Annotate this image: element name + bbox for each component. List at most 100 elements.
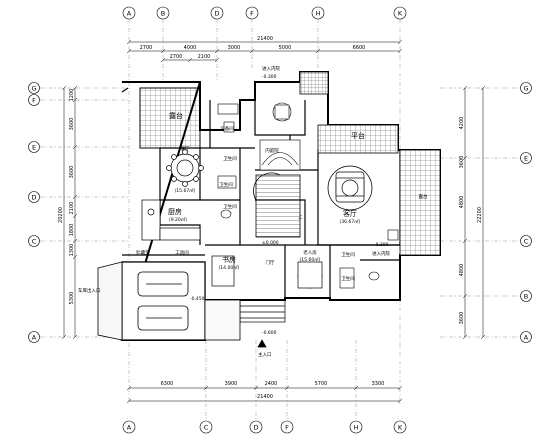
dim-bottom: 3300 [372, 381, 385, 387]
dim-total-top: 21400 [257, 36, 273, 42]
axis-label-bottom: H [354, 424, 359, 432]
axis-label-top: F [250, 10, 254, 18]
terrace-ne-tiles [317, 124, 399, 154]
entry-top-tiles [299, 71, 329, 95]
axis-label-bottom: D [253, 424, 258, 432]
axis-lines-left [40, 87, 130, 338]
dim-sub: 2100 [198, 54, 211, 60]
room-label: 平台 [351, 131, 365, 140]
staircase-spiral [259, 139, 301, 171]
axis-bubbles-right [520, 82, 532, 343]
axis-label-left: A [32, 334, 37, 342]
room-label: 卫生间 [223, 155, 237, 162]
dining-table [166, 149, 204, 187]
axis-label-left: F [32, 97, 36, 105]
room-area: (36.67㎡) [340, 218, 361, 225]
axis-label-top: H [316, 10, 321, 18]
dim-right: 3600 [459, 312, 465, 325]
room-label: 卫生间 [341, 251, 355, 258]
axis-bubbles-top [122, 6, 407, 20]
axis-label-left: E [32, 144, 36, 152]
main-entry-label: 主入口 [258, 351, 272, 358]
dim-right: 4800 [459, 264, 465, 277]
room-area: (9.20㎡) [169, 216, 187, 223]
dim-left: 1200 [69, 89, 75, 102]
axis-label-bottom: F [285, 424, 289, 432]
dim-total-bottom: 21400 [257, 394, 273, 400]
dim-bottom: 3900 [225, 381, 238, 387]
dim-top: 3000 [228, 45, 241, 51]
axis-label-left: G [31, 85, 36, 93]
room-label: 卫生间 [341, 275, 355, 282]
living-sofa-set [327, 165, 373, 211]
dim-top: 4000 [184, 45, 197, 51]
dim-top: 2700 [140, 45, 153, 51]
room-label: 卫生间 [223, 203, 237, 210]
dim-total-left: 20200 [58, 207, 64, 223]
elevation-label: -0.300 [262, 74, 277, 80]
study-furniture [217, 102, 292, 133]
room-label: 餐厅 [181, 145, 190, 152]
room-label: 贮藏室 [136, 249, 150, 256]
axis-label-top: K [398, 10, 403, 18]
side-entry-label: 进入内院 [262, 65, 280, 72]
room-label: 书房 [222, 255, 236, 264]
dim-right: 4800 [459, 196, 465, 209]
axis-label-right: A [524, 334, 529, 342]
dim-left: 3600 [69, 166, 75, 179]
room-label: 门厅 [266, 259, 275, 266]
axis-label-bottom: C [204, 424, 209, 432]
dim-right: 3600 [459, 156, 465, 169]
kitchen-fixtures [141, 199, 201, 241]
dimension-bottom [126, 385, 403, 404]
axis-bubbles-left [28, 82, 40, 343]
dim-left: 3600 [69, 118, 75, 131]
dim-left: 1300 [69, 244, 75, 257]
dim-top: 6600 [353, 45, 366, 51]
room-label: 厨房 [168, 207, 182, 216]
elevation-label: -0.450 [190, 296, 205, 302]
dim-right: 4200 [459, 117, 465, 130]
guest-room-bed [211, 255, 323, 289]
dim-bottom: 2400 [265, 381, 278, 387]
dim-total-right: 22200 [477, 207, 483, 223]
axis-label-left: D [31, 194, 36, 202]
axis-label-right: C [524, 238, 529, 246]
axis-label-top: B [161, 10, 165, 18]
room-label: 设备间 [220, 125, 234, 132]
dim-left: 2100 [69, 202, 75, 215]
axis-label-left: C [32, 238, 37, 246]
dim-left: 1800 [69, 224, 75, 237]
room-label: 露台 [169, 111, 183, 120]
elevation-label: -0.300 [374, 242, 389, 248]
dim-left: 5300 [69, 292, 75, 305]
room-label: 老人房 [303, 249, 317, 256]
room-area: (14.00㎡) [219, 264, 240, 271]
entry-steps [239, 299, 286, 348]
room-area: (15.67㎡) [175, 187, 196, 194]
terrace-sw [204, 299, 241, 341]
room-label: 工具间 [175, 249, 189, 256]
dim-bottom: 5700 [315, 381, 328, 387]
dim-top: 5000 [279, 45, 292, 51]
axis-label-bottom: A [127, 424, 132, 432]
dimension-top [126, 39, 403, 63]
dim-bottom: 6300 [161, 381, 174, 387]
room-label: 客厅 [343, 209, 357, 218]
dim-sub: 2700 [170, 54, 183, 60]
terrace-east-tiles [399, 149, 441, 256]
axis-lines-right [440, 87, 520, 338]
axis-label-right: B [524, 293, 528, 301]
garage-entry-label: 车库出入口 [78, 287, 101, 294]
axis-label-right: G [523, 85, 528, 93]
axis-label-bottom: K [398, 424, 403, 432]
garage [121, 261, 206, 341]
axis-bubbles-bottom [122, 420, 407, 434]
staircase [255, 174, 301, 238]
dimension-right [462, 85, 486, 340]
axis-label-top: D [214, 10, 219, 18]
stair-label: 上 [298, 213, 303, 220]
garage-ramp [97, 261, 123, 341]
room-label: 内庭院 [265, 147, 279, 154]
side-entry-label: 进入内院 [372, 250, 390, 257]
